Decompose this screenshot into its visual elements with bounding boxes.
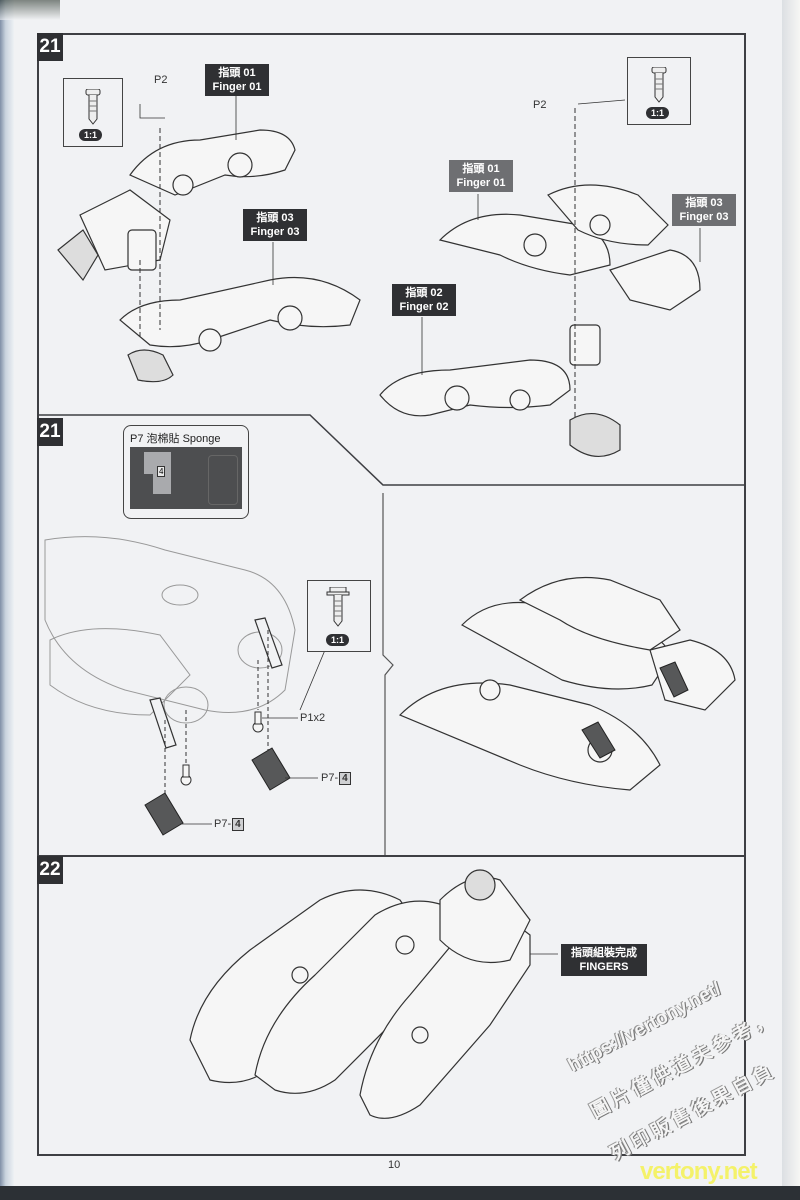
label-zh: 指頭 03: [256, 212, 294, 224]
screw-icon: [85, 89, 101, 125]
sponge-piece: [144, 452, 153, 474]
part-prefix: P7-: [214, 818, 232, 830]
sponge-sheet: 4: [130, 447, 242, 509]
palm-assembly-ghost: [44, 536, 296, 724]
divider-vertical: [382, 493, 394, 855]
label-en: Finger 01: [456, 177, 506, 189]
screw-callout-p1: 1:1: [307, 580, 371, 652]
watermark-footer: vertony.net: [640, 1158, 758, 1185]
sponge-piece-outlines: [149, 617, 283, 749]
step-number-21-middle: 21: [37, 418, 63, 446]
label-zh: 指頭 01: [218, 67, 256, 79]
flange-screw-icon: [326, 587, 350, 627]
sponge-sheet-title: P7 泡棉貼 Sponge: [130, 433, 221, 445]
label-en: Finger 03: [250, 226, 300, 238]
scan-shadow: [0, 0, 60, 20]
sponge-sheet-cutout: [208, 455, 238, 505]
divider-top: [38, 414, 745, 486]
label-en: FINGERS: [579, 961, 629, 973]
scan-bottom-edge: [0, 1186, 800, 1200]
sponge-piece: [162, 452, 171, 494]
p1-screws: [180, 711, 264, 786]
part-label-p2-left: P2: [154, 74, 168, 86]
label-en: Finger 03: [679, 211, 729, 223]
part-number-box: 4: [232, 818, 244, 831]
label-zh: 指頭 02: [405, 287, 443, 299]
page-edge: [782, 0, 800, 1200]
finger-assembly-right: [379, 184, 701, 457]
binding-spine: [0, 0, 14, 1200]
sponge-installed: [581, 661, 689, 759]
label-fingers-complete: 指頭組裝完成 FINGERS: [561, 944, 647, 976]
label-zh: 指頭組裝完成: [571, 947, 637, 959]
label-finger-03-left: 指頭 03 Finger 03: [243, 209, 307, 241]
part-label-p2-right: P2: [533, 99, 547, 111]
label-en: Finger 01: [212, 81, 262, 93]
sponge-piece-number: 4: [157, 466, 166, 477]
scale-badge: 1:1: [326, 634, 350, 646]
part-label-p1x2: P1x2: [300, 712, 326, 724]
sponge-sheet-callout: P7 泡棉貼 Sponge 4: [123, 425, 249, 519]
screw-callout-left: 1:1: [63, 78, 123, 147]
label-zh: 指頭 01: [462, 163, 500, 175]
part-prefix: P7-: [321, 772, 339, 784]
fingers-complete: [189, 869, 531, 1119]
scale-badge: 1:1: [646, 107, 670, 119]
part-label-p7-4-right: P7-4: [321, 772, 351, 785]
page-number: 10: [388, 1159, 401, 1171]
instruction-frame: [37, 33, 746, 1156]
screw-icon: [651, 67, 667, 103]
label-finger-01-left: 指頭 01 Finger 01: [205, 64, 269, 96]
label-finger-02: 指頭 02 Finger 02: [392, 284, 456, 316]
label-zh: 指頭 03: [685, 197, 723, 209]
label-en: Finger 02: [399, 301, 449, 313]
label-finger-03-right: 指頭 03 Finger 03: [672, 194, 736, 226]
step-number-22: 22: [37, 856, 63, 884]
label-finger-01-right: 指頭 01 Finger 01: [449, 160, 513, 192]
part-label-p7-4-left: P7-4: [214, 818, 244, 831]
finger-assembly-left: [57, 129, 361, 383]
scale-badge: 1:1: [79, 129, 103, 141]
part-number-box: 4: [339, 772, 351, 785]
step-number-21-top: 21: [37, 33, 63, 61]
screw-callout-right: 1:1: [627, 57, 691, 125]
